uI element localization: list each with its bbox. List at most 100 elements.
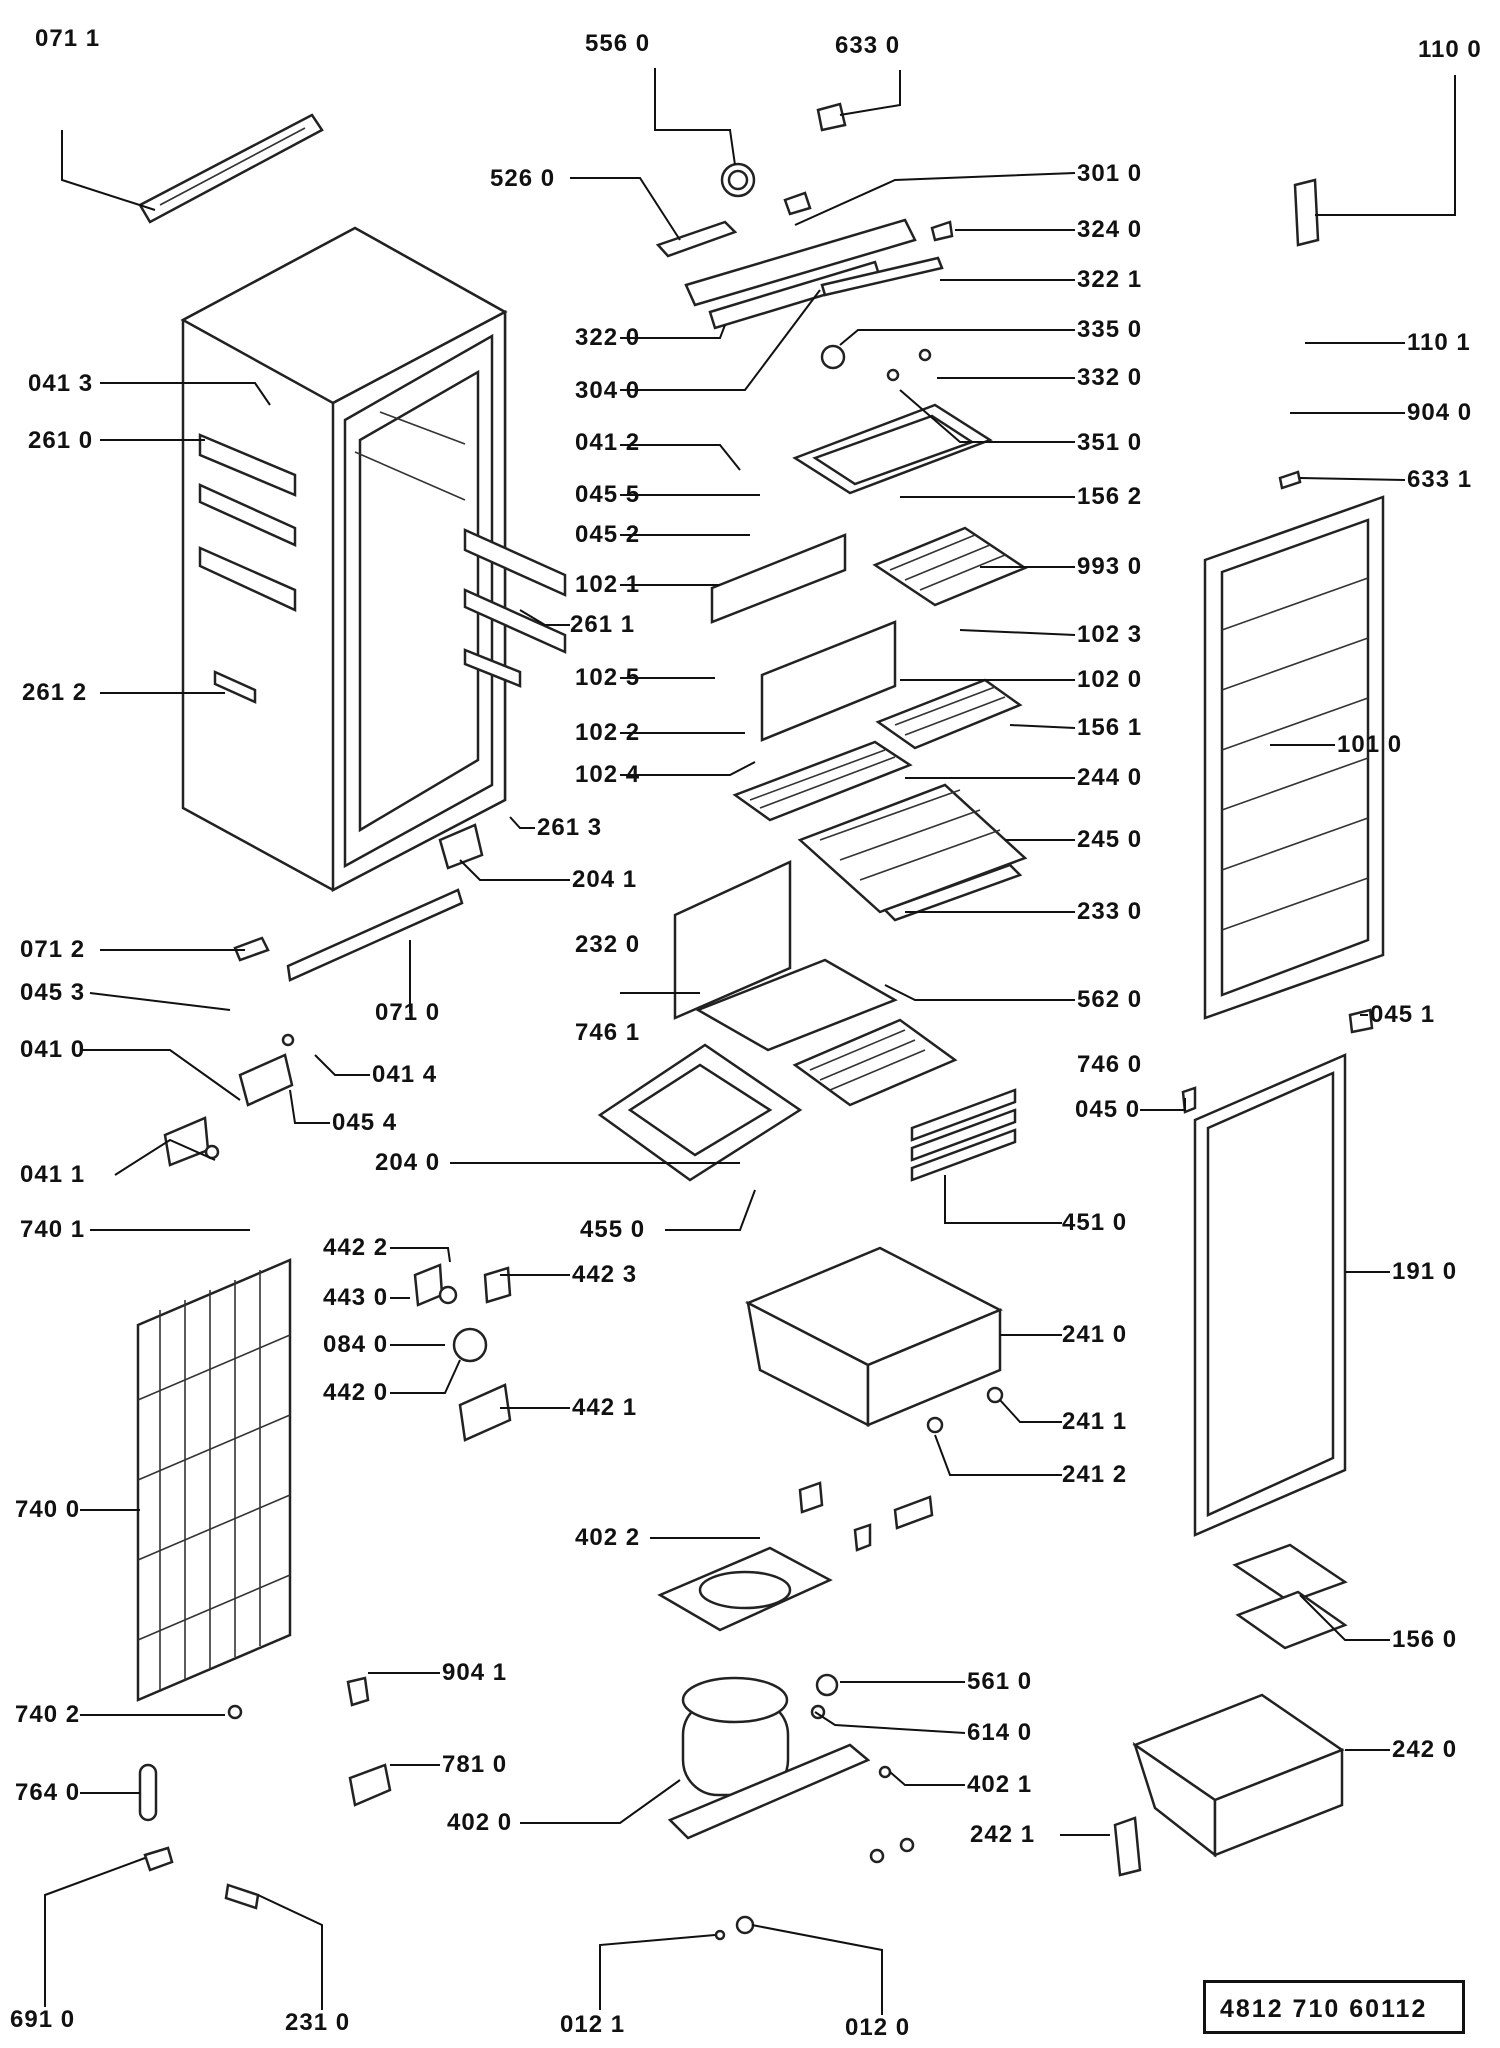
shelf-2450 (797, 783, 1028, 914)
part-label-0413: 041 3 (28, 370, 94, 397)
part-label-0712: 071 2 (20, 936, 86, 963)
part-label-9040: 904 0 (1407, 399, 1473, 426)
tray-2040 (597, 1043, 803, 1182)
door-1010 (1203, 178, 1385, 1020)
part-label-0840: 084 0 (323, 1331, 389, 1358)
part-label-4020: 402 0 (447, 1809, 513, 1836)
part-label-5260: 526 0 (490, 165, 556, 192)
part-label-2613: 261 3 (537, 814, 603, 841)
part-label-0411: 041 1 (20, 1161, 86, 1188)
part-label-0414: 041 4 (372, 1061, 438, 1088)
condenser-7400 (136, 1258, 292, 1702)
part-label-1020: 102 0 (1077, 666, 1143, 693)
leader-lines (44, 68, 1456, 2015)
part-label-6140: 614 0 (967, 1719, 1033, 1746)
tray-4022 (657, 1481, 934, 1632)
part-label-9930: 993 0 (1077, 553, 1143, 580)
part-label-7640: 764 0 (15, 1779, 81, 1806)
part-label-2420: 242 0 (1392, 1736, 1458, 1763)
part-label-3240: 324 0 (1077, 216, 1143, 243)
part-label-4423: 442 3 (572, 1261, 638, 1288)
part-label-3510: 351 0 (1077, 429, 1143, 456)
part-label-7402: 740 2 (15, 1701, 81, 1728)
part-label-4550: 455 0 (580, 1216, 646, 1243)
part-label-9041: 904 1 (442, 1659, 508, 1686)
part-label-2310: 231 0 (285, 2009, 351, 2036)
part-label-2330: 233 0 (1077, 898, 1143, 925)
part-label-7810: 781 0 (442, 1751, 508, 1778)
part-label-0412: 041 2 (575, 429, 641, 456)
part-label-4422: 442 2 (323, 1234, 389, 1261)
part-label-0452: 045 2 (575, 521, 641, 548)
part-label-4022: 402 2 (575, 1524, 641, 1551)
part-label-2412: 241 2 (1062, 1461, 1128, 1488)
part-label-1024: 102 4 (575, 761, 641, 788)
part-label-2440: 244 0 (1077, 764, 1143, 791)
cabinet-body (180, 226, 567, 893)
top-control-panel (655, 102, 954, 382)
part-label-2612: 261 2 (22, 679, 88, 706)
part-label-4420: 442 0 (323, 1379, 389, 1406)
small-parts-bottom (138, 1676, 392, 1910)
part-label-4021: 402 1 (967, 1771, 1033, 1798)
flap-1020 (760, 620, 897, 742)
gasket-1910 (1181, 1008, 1374, 1537)
drawer-2420 (1113, 1693, 1345, 1877)
part-label-0453: 045 3 (20, 979, 86, 1006)
part-label-2450: 245 0 (1077, 826, 1143, 853)
part-label-3040: 304 0 (575, 377, 641, 404)
part-label-6910: 691 0 (10, 2006, 76, 2033)
thermostat-parts (413, 1263, 512, 1442)
part-label-0121: 012 1 (560, 2011, 626, 2038)
hinge-0410 (163, 1033, 295, 1167)
part-label-5610: 561 0 (967, 1668, 1033, 1695)
part-label-5560: 556 0 (585, 30, 651, 57)
part-label-3010: 301 0 (1077, 160, 1143, 187)
part-label-0455: 045 5 (575, 481, 641, 508)
part-label-3320: 332 0 (1077, 364, 1143, 391)
part-label-7401: 740 1 (20, 1216, 86, 1243)
part-label-1021: 102 1 (575, 571, 641, 598)
part-label-2040: 204 0 (375, 1149, 441, 1176)
part-label-2610: 261 0 (28, 427, 94, 454)
part-label-0120: 012 0 (845, 2014, 911, 2041)
part-label-2611: 261 1 (570, 611, 636, 638)
part-label-7461: 746 1 (575, 1019, 641, 1046)
part-label-7460: 746 0 (1077, 1051, 1143, 1078)
part-label-0710: 071 0 (375, 999, 441, 1026)
part-label-2320: 232 0 (575, 931, 641, 958)
part-label-1910: 191 0 (1392, 1258, 1458, 1285)
evaporator-7460 (792, 1018, 958, 1107)
part-label-4421: 442 1 (572, 1394, 638, 1421)
ice-grid-1561 (875, 678, 1023, 750)
part-label-7400: 740 0 (15, 1496, 81, 1523)
part-label-0711: 071 1 (35, 25, 101, 52)
part-label-2421: 242 1 (970, 1821, 1036, 1848)
part-label-1560: 156 0 (1392, 1626, 1458, 1653)
base-strip-0710 (233, 823, 484, 982)
plate-2320 (673, 860, 792, 1020)
part-label-0450: 045 0 (1075, 1096, 1141, 1123)
ice-tray-1560 (1232, 1543, 1348, 1650)
part-label-3350: 335 0 (1077, 316, 1143, 343)
part-label-1101: 110 1 (1407, 329, 1471, 356)
reference-code: 4812 710 60112 (1220, 1995, 1428, 2023)
handle-part (138, 113, 324, 224)
part-label-2041: 204 1 (572, 866, 638, 893)
part-label-2410: 241 0 (1062, 1321, 1128, 1348)
part-label-4430: 443 0 (323, 1284, 389, 1311)
part-label-2411: 241 1 (1062, 1408, 1128, 1435)
shelf-2440 (732, 740, 913, 822)
part-label-1010: 101 0 (1337, 731, 1403, 758)
rail-2330 (882, 863, 1023, 922)
plate-7461 (695, 958, 898, 1052)
part-label-1023: 102 3 (1077, 621, 1143, 648)
crisper-2410 (745, 1246, 1004, 1434)
part-label-5620: 562 0 (1077, 986, 1143, 1013)
part-label-1562: 156 2 (1077, 483, 1143, 510)
freezer-tray-1562 (792, 403, 993, 495)
compressor-4020 (667, 1673, 915, 1941)
flap-1021 (710, 533, 847, 624)
part-label-6331: 633 1 (1407, 466, 1473, 493)
